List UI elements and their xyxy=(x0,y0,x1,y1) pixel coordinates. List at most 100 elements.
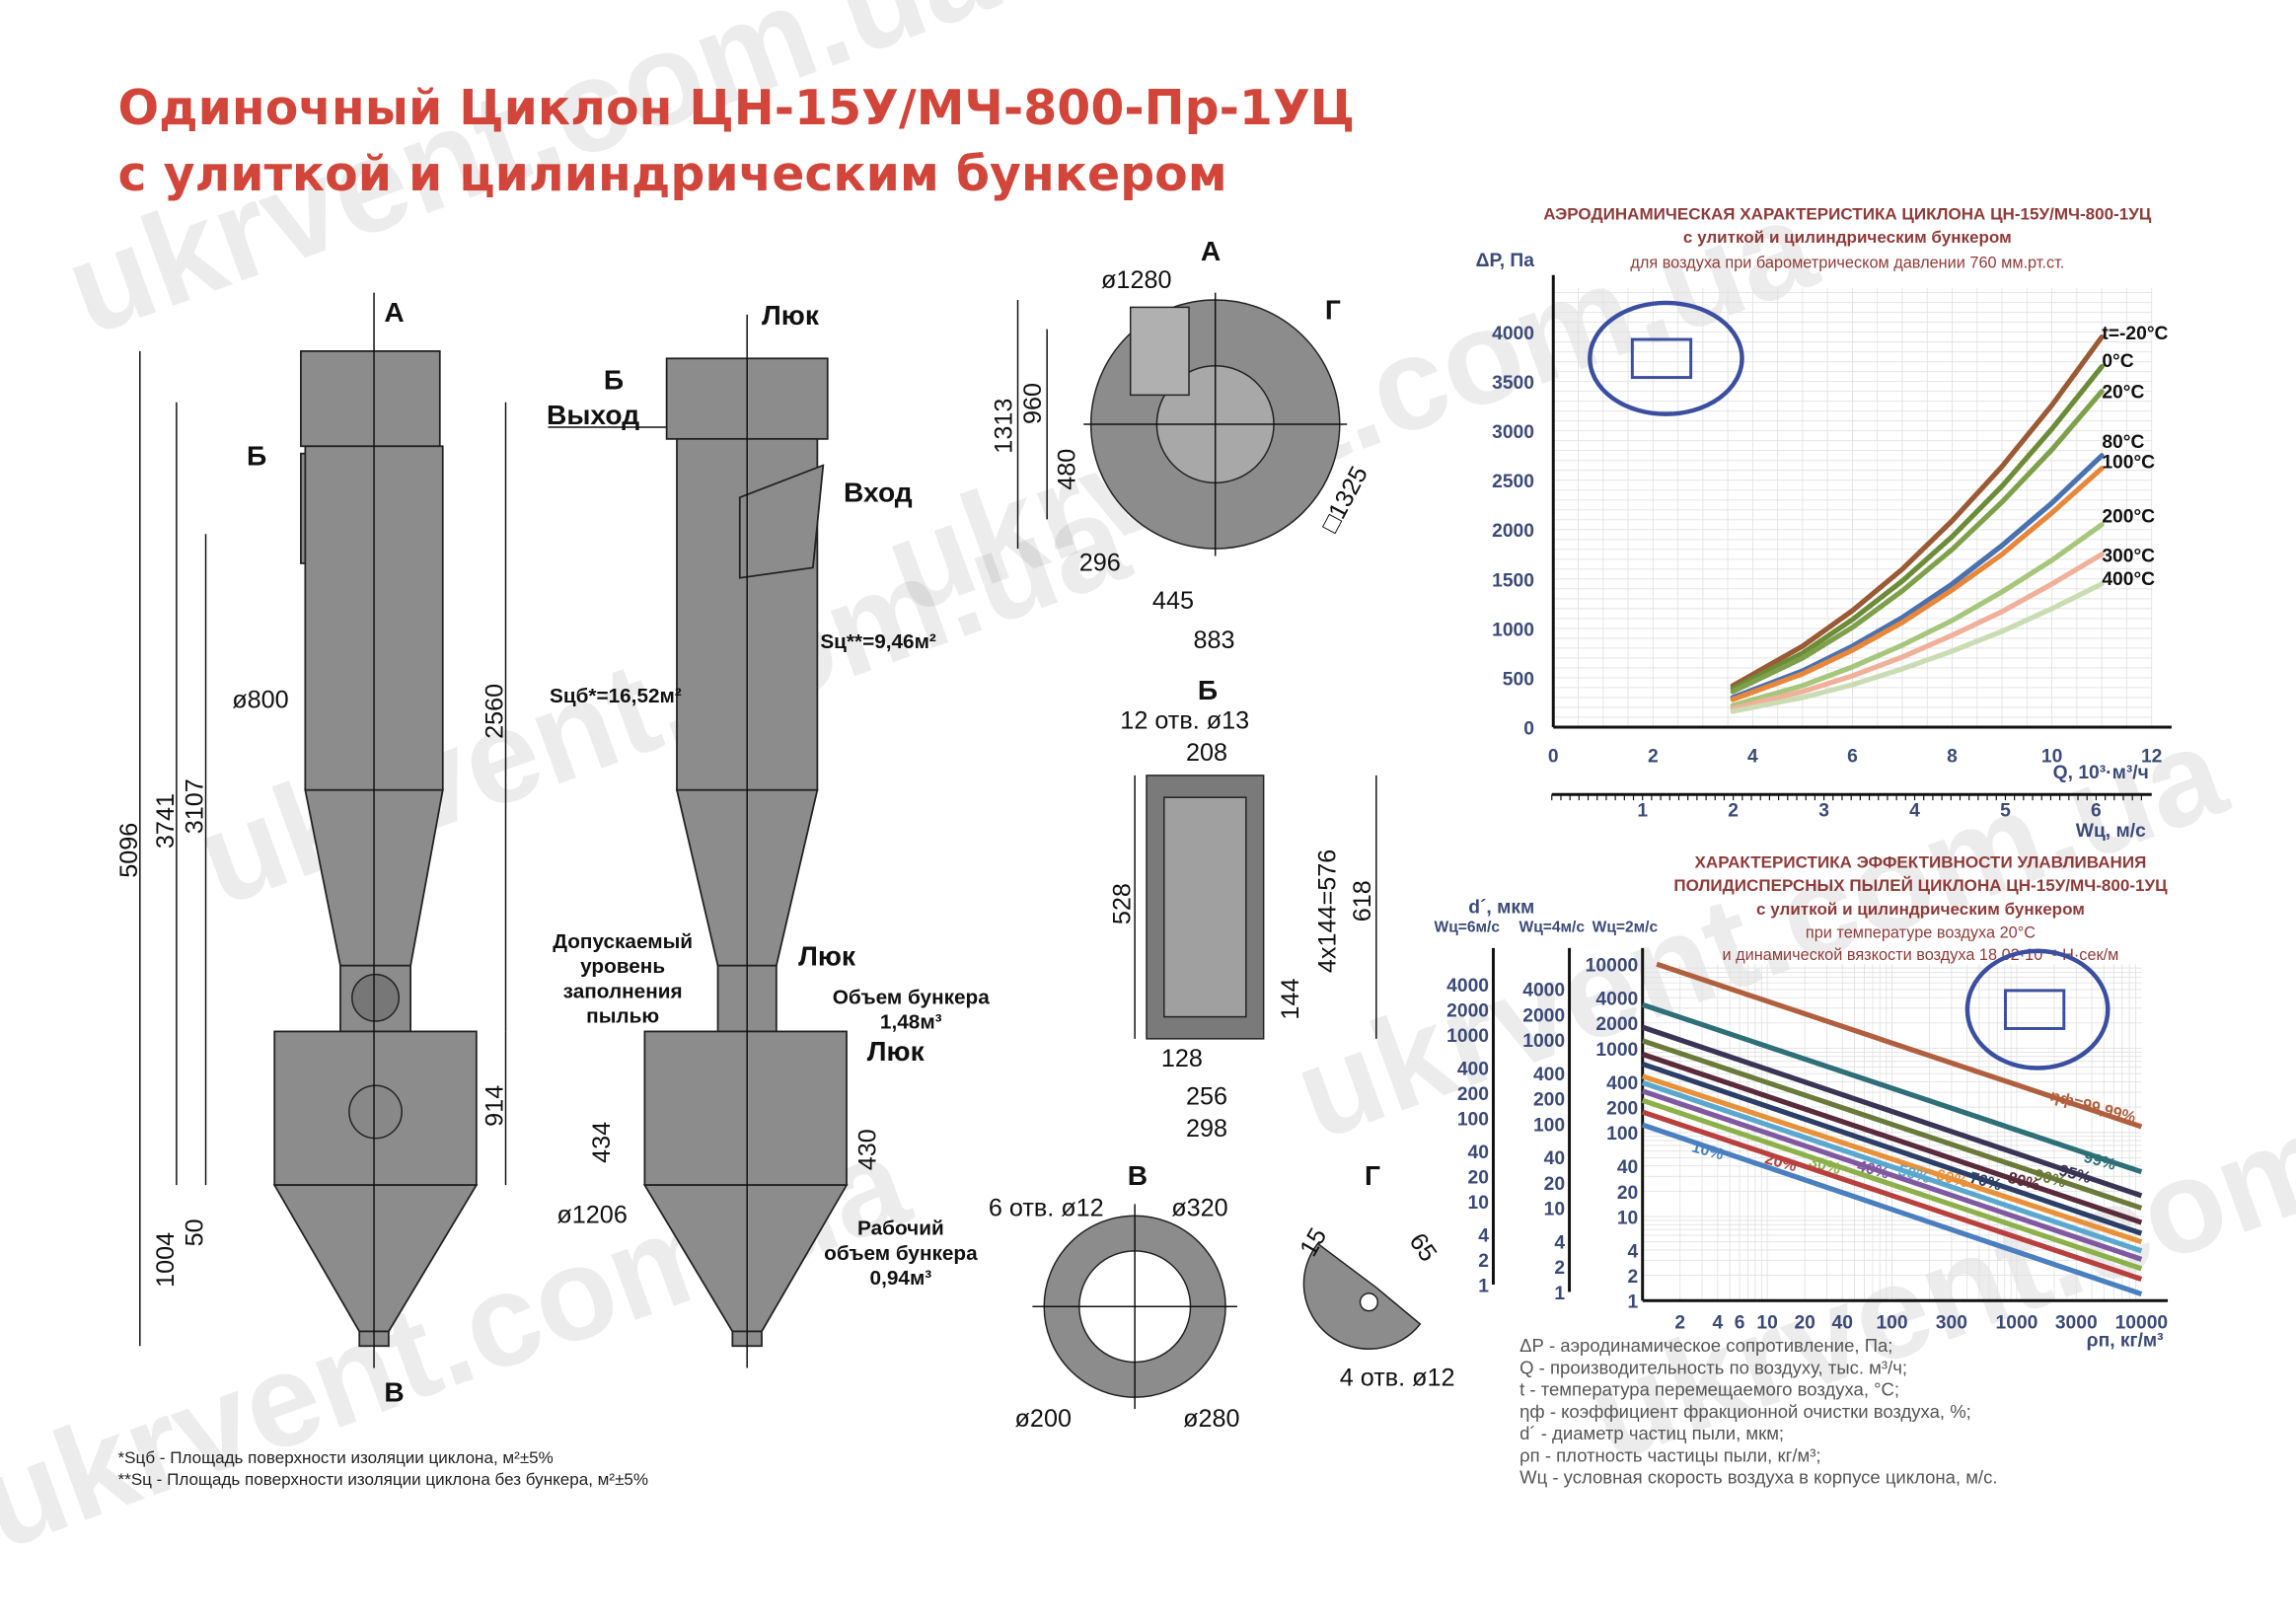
outlet-label: Выход xyxy=(547,399,639,430)
series-line xyxy=(1730,453,2105,701)
chart1-note: для воздуха при барометрическом давлении… xyxy=(1630,254,2064,271)
series-label: 20°C xyxy=(2102,382,2144,403)
view-b-drawing xyxy=(1134,775,1377,1040)
x-tick-label: 40 xyxy=(1832,1312,1853,1333)
y-tick-label: 200 xyxy=(1606,1098,1638,1119)
bunker-volume-value: 1,48м³ xyxy=(880,1010,942,1033)
series-label: 10% xyxy=(1690,1139,1727,1164)
y-tick-label: 2500 xyxy=(1492,472,1534,492)
dim-480: 480 xyxy=(1053,449,1080,490)
series-line xyxy=(1641,1088,2143,1262)
chart1-subtitle: с улиткой и цилиндрическим бункером xyxy=(1683,228,2012,247)
legend-item: t - температура перемещаемого воздуха, °… xyxy=(1519,1379,1899,1400)
x-tick-label: 0 xyxy=(1548,747,1559,768)
y-tick-label: 100 xyxy=(1533,1115,1565,1136)
working-volume-label: Рабочий xyxy=(857,1218,944,1240)
page-subtitle: с улиткой и цилиндрическим бункером xyxy=(118,146,1227,202)
dim-diameter-1280: ø1280 xyxy=(1101,266,1171,294)
y-tick-label: 1000 xyxy=(1595,1040,1638,1061)
series-line xyxy=(1730,522,2105,708)
fill-level-label: Допускаемый xyxy=(553,930,693,953)
y-tick-label: 2000 xyxy=(1446,1000,1489,1021)
legend-item: d´ - диаметр частиц пыли, мкм; xyxy=(1519,1423,1784,1443)
chart2-note: и динамической вязкости воздуха 18,02·10… xyxy=(1723,946,2119,964)
y-tick-label: 1 xyxy=(1478,1276,1489,1296)
y-axis-title: Wц=2м/с xyxy=(1592,920,1659,936)
series-line xyxy=(1641,1109,2143,1282)
view-b-marker: Б xyxy=(247,440,266,472)
y-tick-label: 400 xyxy=(1457,1059,1489,1079)
y-tick-label: 3000 xyxy=(1492,422,1534,443)
aerodynamic-chart: АЭРОДИНАМИЧЕСКАЯ ХАРАКТЕРИСТИКА ЦИКЛОНА … xyxy=(1476,204,2172,842)
x2-tick-label: 5 xyxy=(2000,800,2011,821)
series-label: 300°C xyxy=(2102,546,2155,566)
holes-v: 6 отв. ø12 xyxy=(989,1194,1104,1221)
y-tick-label: 200 xyxy=(1533,1090,1565,1111)
dim-128: 128 xyxy=(1161,1045,1203,1072)
view-b-title: Б xyxy=(1198,674,1218,705)
y-tick-label: 0 xyxy=(1523,718,1534,739)
x2-tick-label: 1 xyxy=(1637,800,1648,821)
bunker-volume-label: Объем бункера xyxy=(833,986,990,1008)
y-tick-label: 1 xyxy=(1628,1292,1639,1313)
chart1-title: АЭРОДИНАМИЧЕСКАЯ ХАРАКТЕРИСТИКА ЦИКЛОНА … xyxy=(1543,204,2152,223)
hatch-bunker-label: Люк xyxy=(867,1035,926,1067)
y-tick-label: 100 xyxy=(1606,1124,1638,1144)
dim-434: 434 xyxy=(588,1122,616,1163)
y-tick-label: 4000 xyxy=(1492,324,1534,344)
series-line xyxy=(1641,1024,2143,1199)
series-line xyxy=(1730,581,2105,714)
x-tick-label: 10 xyxy=(1756,1312,1777,1333)
legend-item: ΔР - аэродинамическое сопротивление, Па; xyxy=(1519,1335,1892,1356)
series-label: t=-20°C xyxy=(2102,324,2168,344)
chart1-xlabel: Q, 10³·м³/ч xyxy=(2053,763,2149,783)
y-tick-label: 20 xyxy=(1544,1174,1565,1195)
dim-430: 430 xyxy=(854,1129,882,1170)
y-tick-label: 4000 xyxy=(1446,976,1489,997)
y-tick-label: 10 xyxy=(1617,1208,1638,1228)
series-line xyxy=(1641,1079,2143,1254)
insulation-area-cyclone: Sц**=9,46м² xyxy=(820,630,936,653)
chart2-title: ХАРАКТЕРИСТИКА ЭФФЕКТИВНОСТИ УЛАВЛИВАНИЯ xyxy=(1695,852,2147,871)
y-tick-label: 10 xyxy=(1468,1193,1489,1214)
view-a-drawing xyxy=(1016,292,1348,556)
chart2-note: при температуре воздуха 20°С xyxy=(1806,924,2036,942)
x-tick-label: 8 xyxy=(1947,747,1958,768)
series-line xyxy=(1641,1061,2143,1236)
view-a-marker: А xyxy=(384,296,404,328)
y-tick-label: 4000 xyxy=(1595,990,1638,1010)
series-line xyxy=(1641,1038,2143,1211)
dim-1313: 1313 xyxy=(991,399,1018,454)
y-tick-label: 2000 xyxy=(1595,1014,1638,1035)
dim-3107: 3107 xyxy=(182,778,209,834)
series-line xyxy=(1730,334,2105,689)
x-tick-label: 10 xyxy=(2041,747,2062,768)
dim-1004: 1004 xyxy=(152,1232,180,1288)
legend-item: Q - производительность по воздуху, тыс. … xyxy=(1519,1357,1907,1377)
dim-960: 960 xyxy=(1019,383,1047,424)
x-tick-label: 20 xyxy=(1794,1312,1815,1333)
series-line xyxy=(1641,1122,2143,1296)
x-tick-label: 3000 xyxy=(2055,1312,2098,1333)
dim-144: 144 xyxy=(1277,979,1304,1020)
view-b-marker-side: Б xyxy=(604,363,624,395)
y-tick-label: 10 xyxy=(1544,1200,1565,1220)
x2-tick-label: 6 xyxy=(2091,800,2102,821)
series-line xyxy=(1641,1097,2143,1272)
working-volume-label: объем бункера xyxy=(824,1242,978,1265)
x2-tick-label: 3 xyxy=(1818,800,1829,821)
dim-528: 528 xyxy=(1109,883,1137,924)
y-tick-label: 1000 xyxy=(1492,620,1534,640)
dim-883: 883 xyxy=(1193,627,1234,654)
x-tick-label: 1000 xyxy=(1996,1312,2038,1333)
inlet-label: Вход xyxy=(844,477,913,508)
dim-5096: 5096 xyxy=(115,823,143,878)
x-tick-label: 100 xyxy=(1876,1312,1907,1333)
page-title: Одиночный Циклон ЦН-15У/МЧ-800-Пр-1УЦ xyxy=(118,80,1356,136)
dim-diameter-280: ø280 xyxy=(1183,1405,1239,1433)
y-tick-label: 100 xyxy=(1457,1109,1489,1130)
dim-298: 298 xyxy=(1186,1115,1227,1143)
view-g-marker: Г xyxy=(1325,293,1341,325)
series-label: 200°C xyxy=(2102,506,2155,527)
